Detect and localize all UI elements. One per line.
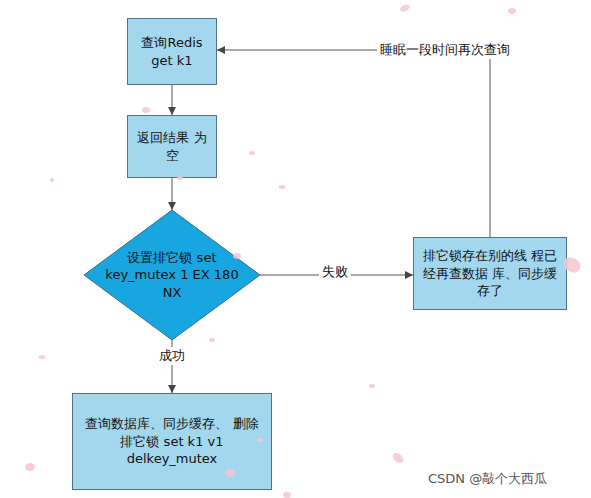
edge-label: 成功 [156,347,188,365]
query-box: 查询Redis get k1 [127,18,217,85]
process-box: 查询数据库、同步缓存、 删除排它锁 set k1 v1 delkey_mutex [72,393,272,490]
petal-decoration [369,384,375,388]
petal-decoration [39,355,45,359]
edge-label: 失败 [319,263,351,281]
node-text: 排它锁存在别的线 程已经再查数据 库、同步缓存了 [422,247,558,300]
decision-diamond: 设置排它锁 set key_mutex 1 EX 180 NX [84,210,260,340]
edge-label: 睡眠一段时间再次查询 [377,41,513,59]
petal-decoration [508,8,516,14]
petal-decoration [50,178,54,182]
petal-decoration [283,492,291,498]
diamond-shape [84,210,260,340]
result-box: 返回结果 为空 [127,115,217,178]
petal-decoration [142,107,150,113]
petal-decoration [209,338,215,342]
petal-decoration [25,463,35,471]
petal-decoration [399,3,411,13]
node-text: 查询Redis get k1 [136,34,208,69]
petal-decoration [279,185,285,189]
node-text: 查询数据库、同步缓存、 删除排它锁 set k1 v1 delkey_mutex [81,415,263,468]
watermark: CSDN @敲个大西瓜 [428,470,547,488]
flow-arrow [172,85,173,115]
petal-decoration [391,451,405,465]
wait-box: 排它锁存在别的线 程已经再查数据 库、同步缓存了 [413,237,567,310]
node-text: 返回结果 为空 [136,129,208,164]
node-text: 设置排它锁 set key_mutex 1 EX 180 NX [96,249,248,302]
flow-arrow [217,50,490,237]
flow-arrow [172,178,173,210]
petal-decoration [249,151,255,155]
